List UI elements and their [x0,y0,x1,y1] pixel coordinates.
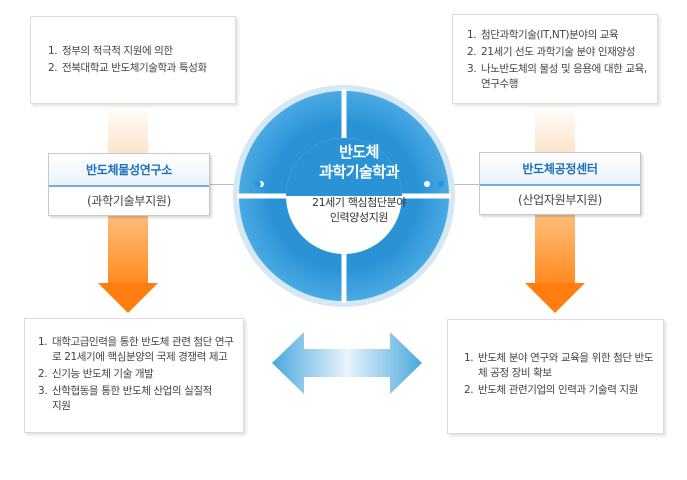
top-left-box: 1. 정부의 적극적 지원에 의한 2. 전북대학교 반도체기술학과 특성화 [30,16,236,104]
ring-right-dot [424,181,430,187]
right-down-arrowhead [525,283,585,313]
list-item: 2. 신기능 반도체 기술 개발 [38,367,243,382]
list-number: 2. [38,368,48,380]
top-right-list: 1. 첨단과학기술(IT,NT)분야의 교육 2. 21세기 선도 과학기술 분야 … [467,28,657,92]
list-text: 반도체 분야 연구와 교육을 위한 첨단 반도체 공정 장비 확보 [478,352,654,379]
top-right-box: 1. 첨단과학기술(IT,NT)분야의 교육 2. 21세기 선도 과학기술 분야 … [452,14,658,104]
center-title: 반도체 과학기술학과 [291,142,427,182]
top-left-list: 1. 정부의 적극적 지원에 의한 2. 전북대학교 반도체기술학과 특성화 [48,44,235,76]
list-number: 1. [38,336,48,348]
list-number: 2. [48,62,58,74]
list-item: 1. 반도체 분야 연구와 교육을 위한 첨단 반도체 공정 장비 확보 [464,351,654,381]
list-number: 1. [48,45,58,57]
list-text: 정부의 적극적 지원에 의한 [62,45,173,57]
list-item: 1. 정부의 적극적 지원에 의한 [48,44,235,59]
list-text: 전북대학교 반도체기술학과 특성화 [62,62,207,74]
list-text: 나노반도체의 물성 및 응용에 대한 교육, 연구수행 [481,63,647,90]
list-number: 3. [38,385,48,397]
center-title-line2: 과학기술학과 [319,163,399,181]
list-item: 2. 21세기 선도 과학기술 분야 인재양성 [467,45,657,60]
list-text: 대학고급인력을 통한 반도체 관련 첨단 연구로 21세기에 핵심분양의 국제 … [52,336,234,363]
list-number: 2. [467,46,477,58]
list-item: 3. 나노반도체의 물성 및 응용에 대한 교육, 연구수행 [467,62,652,92]
list-text: 반도체 관련기업의 인력과 기술력 지원 [478,384,638,396]
left-connector-dot [255,181,261,187]
lab-left-title: 반도체물성연구소 [49,154,209,187]
center-desc-line2: 인력양성지원 [329,211,389,224]
bottom-left-box: 1. 대학고급인력을 통한 반도체 관련 첨단 연구로 21세기에 핵심분양의 국… [24,318,244,433]
center-desc-line1: 21세기 핵심첨단분야 [311,196,407,209]
list-item: 2. 전북대학교 반도체기술학과 특성화 [48,61,235,76]
center-title-line1: 반도체 [339,143,379,161]
left-connector-line [208,184,258,185]
bottom-right-box: 1. 반도체 분야 연구와 교육을 위한 첨단 반도체 공정 장비 확보 2. 반도… [447,319,664,434]
list-number: 2. [464,384,474,396]
lab-right-title: 반도체공정센터 [480,153,640,186]
list-text: 산학협동을 통한 반도체 산업의 실질적 지원 [52,385,212,412]
list-item: 1. 첨단과학기술(IT,NT)분야의 교육 [467,28,657,43]
right-connector-dot [438,181,444,187]
list-text: 21세기 선도 과학기술 분야 인재양성 [481,46,635,58]
center-ring [233,85,455,307]
center-description: 21세기 핵심첨단분야 인력양성지원 [291,195,427,225]
left-down-arrowhead [98,283,158,313]
list-item: 2. 반도체 관련기업의 인력과 기술력 지원 [464,383,663,398]
lab-right-subtitle: (산업자원부지원) [518,193,602,207]
list-item: 3. 산학협동을 통한 반도체 산업의 실질적 지원 [38,384,218,414]
double-arrow [272,332,422,394]
list-text: 첨단과학기술(IT,NT)분야의 교육 [481,29,619,41]
double-arrow-shape [272,332,422,394]
list-number: 3. [467,63,477,75]
lab-left-subtitle: (과학기술부지원) [87,194,171,208]
list-item: 1. 대학고급인력을 통한 반도체 관련 첨단 연구로 21세기에 핵심분양의 국… [38,335,238,365]
bottom-left-list: 1. 대학고급인력을 통한 반도체 관련 첨단 연구로 21세기에 핵심분양의 국… [38,335,243,414]
list-number: 1. [464,352,474,364]
bottom-right-list: 1. 반도체 분야 연구와 교육을 위한 첨단 반도체 공정 장비 확보 2. 반도… [464,351,663,398]
ring-inner-top-half [286,138,402,196]
lab-box-left: 반도체물성연구소 (과학기술부지원) [48,153,210,216]
right-connector-line [441,184,481,185]
list-text: 신기능 반도체 기술 개발 [52,368,154,380]
list-number: 1. [467,29,477,41]
lab-box-right: 반도체공정센터 (산업자원부지원) [479,152,641,215]
